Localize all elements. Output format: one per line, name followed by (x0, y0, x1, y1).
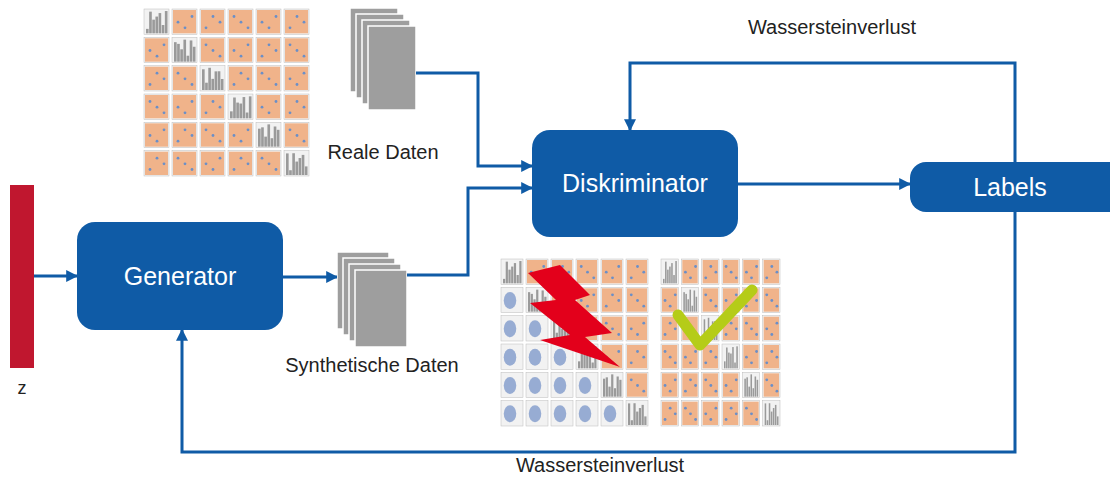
node-title: Diskriminator (562, 169, 708, 198)
data-stack: Synthetische Daten (281, 252, 462, 378)
latent-bar (10, 185, 34, 368)
check-mark (678, 290, 752, 345)
node-label: z (10, 378, 34, 399)
page-stack-icon (337, 252, 407, 347)
node-label: Reale Daten (323, 140, 442, 165)
flow-arrow (182, 212, 1015, 452)
node-title: Generator (124, 262, 237, 291)
process-box: Diskriminator (532, 130, 738, 237)
data-stack: Reale Daten (323, 8, 442, 165)
edge-label: Wassersteinverlust (513, 454, 687, 477)
lightning-bolt (528, 265, 620, 367)
flow-arrow (283, 276, 337, 279)
latent-vector: z (10, 185, 34, 399)
pair-plot (144, 9, 309, 176)
output-box: Labels (910, 162, 1110, 212)
flow-arrow (738, 183, 910, 186)
node-label: Synthetische Daten (281, 353, 462, 378)
flow-arrow (407, 188, 532, 275)
process-box: Generator (77, 222, 283, 330)
page-stack-icon (350, 8, 416, 110)
node-title: Labels (973, 173, 1047, 202)
pair-plot (661, 259, 780, 426)
pair-plot (501, 259, 648, 426)
edge-label: Wassersteinverlust (745, 16, 919, 39)
flow-arrow (34, 275, 77, 278)
